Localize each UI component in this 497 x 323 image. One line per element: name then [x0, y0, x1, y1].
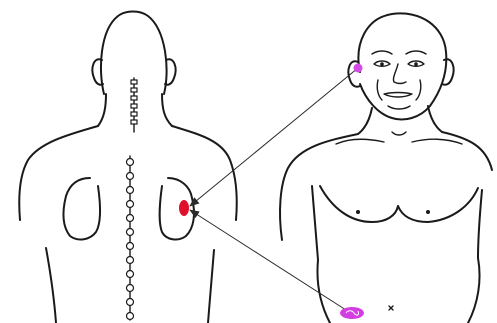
back-left-torso-side — [46, 248, 56, 323]
red-marker — [179, 200, 189, 216]
magenta-marker — [340, 307, 364, 319]
markers — [179, 64, 364, 320]
thoracic-spine — [127, 156, 134, 320]
back-torso-figure — [19, 12, 236, 323]
front-right-clavicle — [412, 139, 462, 144]
front-right-eyebrow — [406, 51, 426, 54]
front-left-shoulder — [280, 134, 358, 240]
front-sternal-notch — [392, 132, 406, 135]
front-right-cheek-line — [416, 80, 421, 100]
front-belly-right — [468, 258, 480, 323]
arrows — [190, 68, 358, 310]
back-left-shoulder — [19, 126, 98, 220]
front-left-cheek-line — [377, 80, 382, 100]
front-torso-figure — [280, 13, 492, 323]
front-right-pectoral — [398, 188, 478, 222]
front-right-inner-arm — [478, 190, 482, 258]
front-left-eyebrow — [372, 51, 392, 54]
front-head-outline — [358, 13, 446, 119]
front-navel — [389, 306, 393, 310]
front-right-nipple — [426, 210, 430, 214]
violet-marker — [354, 64, 363, 73]
back-neck-right — [162, 94, 172, 126]
front-left-nipple — [356, 210, 360, 214]
cervical-spine — [131, 78, 137, 132]
front-right-shoulder — [442, 132, 492, 170]
back-right-torso-side — [208, 250, 214, 323]
front-nose — [393, 64, 406, 84]
front-neck-right — [428, 106, 442, 132]
front-left-pectoral — [320, 186, 398, 222]
back-left-scapula — [63, 178, 100, 239]
front-left-clavicle — [336, 139, 384, 144]
front-neck-left — [358, 108, 372, 134]
front-mouth — [384, 93, 412, 98]
front-belly-left — [318, 260, 331, 323]
front-chin — [388, 106, 410, 109]
arrow-head-to-shoulder — [190, 68, 358, 206]
back-neck-left — [98, 94, 106, 126]
front-left-inner-arm — [312, 186, 318, 260]
